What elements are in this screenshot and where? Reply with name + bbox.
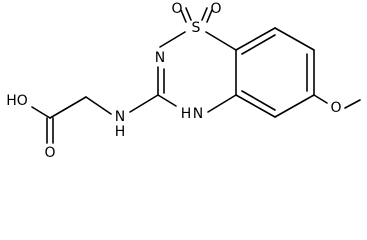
sulfonyl-bonds (180, 7, 213, 23)
bond-benzene-5-inner (241, 90, 276, 111)
atom-label-sulfonyl-oxygen-right: O (210, 1, 221, 17)
bond-s-o-right-a (201, 7, 208, 21)
atom-label-carbonyl-oxygen: O (44, 145, 55, 161)
bond-benzene-5 (235, 94, 276, 118)
bond-carboxyl-c-oh (31, 106, 51, 119)
chemical-structure-diagram: O S O N H N N H HO O O (6, 1, 361, 161)
bond-ring-o-methoxy (313, 94, 328, 104)
bond-c3-amine-n (129, 94, 159, 113)
atom-labels: O S O N H N N H HO O O (6, 1, 341, 161)
bond-c3-nh (157, 94, 177, 107)
bond-o-methyl (344, 99, 361, 109)
glycine-bonds (31, 94, 159, 144)
atom-label-amine-h: H (115, 124, 126, 140)
bond-benzene-1 (235, 27, 276, 51)
bond-s-o-left-b (185, 7, 192, 21)
atom-label-sulfur: S (192, 20, 201, 36)
bond-s-n (159, 31, 186, 48)
bond-s-o-right-b (206, 9, 213, 23)
methoxy-bonds (313, 94, 361, 109)
thiadiazine-ring-bonds (157, 31, 237, 113)
bond-benzene-1-inner (241, 34, 276, 55)
bond-s-o-left-a (180, 9, 187, 23)
atom-label-ring-nitrogen-n: N (193, 106, 203, 122)
atom-label-sulfonyl-oxygen-left: O (171, 1, 182, 17)
atom-label-ring-nitrogen-h: H (181, 106, 192, 122)
bond-amine-n-ch2 (85, 96, 112, 115)
benzene-ring-bonds (235, 27, 315, 118)
bond-nh-fused-c (207, 94, 237, 113)
atom-label-ring-nitrogen: N (155, 50, 165, 66)
atom-label-hydroxyl: HO (6, 93, 28, 109)
atom-label-amine-nitrogen: N (115, 109, 125, 125)
bond-benzene-4 (274, 94, 315, 118)
bond-s-ring-c (205, 31, 237, 51)
bond-ch2-carboxyl-c (49, 96, 87, 119)
bond-benzene-2 (274, 27, 315, 51)
atom-label-methoxy-oxygen: O (330, 100, 341, 116)
